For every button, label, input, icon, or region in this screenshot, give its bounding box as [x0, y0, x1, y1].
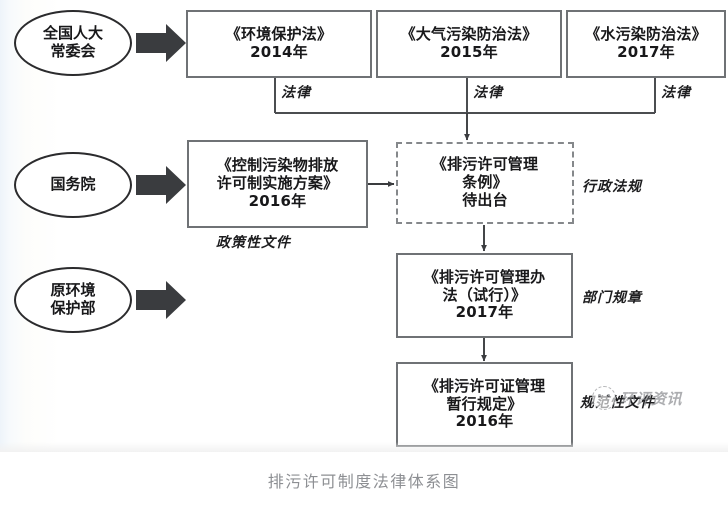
law-title-water-pollution: 《水污染防治法》 [585, 25, 707, 44]
rule-box-permit-measures[interactable]: 《排污许可管理办 法（试行）》 2017年 [396, 253, 573, 338]
policy-line-2: 许可制实施方案》 [216, 174, 339, 193]
edge-label-policy-document: 政策性文件 [216, 235, 291, 251]
actor-state-council[interactable]: 国务院 [14, 152, 132, 218]
block-arrow-mep [136, 281, 186, 319]
regulation-line-1: 《排污许可管理 [431, 155, 539, 174]
law-year-environmental-protection: 2014年 [250, 43, 308, 61]
law-year-air-pollution: 2015年 [440, 43, 498, 61]
law-year-water-pollution: 2017年 [617, 43, 675, 61]
policy-year: 2016年 [248, 191, 307, 210]
regulation-status: 待出台 [462, 190, 508, 209]
law-title-environmental-protection: 《环境保护法》 [225, 25, 333, 44]
actor-npc-line-1: 全国人大 [42, 24, 103, 43]
rule-line-2: 法（试行）》 [442, 285, 527, 304]
actor-npc-line-2: 常委会 [50, 42, 96, 60]
edge-label-normative-document: 规范性文件 [580, 395, 655, 411]
regulation-line-2: 条例》 [462, 173, 508, 192]
actor-state-council-line-1: 国务院 [50, 175, 96, 194]
actor-mep-line-1: 原环境 [50, 281, 96, 300]
edge-label-administrative-regulation: 行政法规 [582, 179, 642, 195]
policy-box-permit-scheme[interactable]: 《控制污染物排放 许可制实施方案》 2016年 [187, 140, 368, 228]
actor-mep-line-2: 保护部 [50, 299, 96, 317]
rule-line-1: 《排污许可管理办 [423, 267, 546, 286]
law-bus-wires [274, 78, 656, 114]
normative-line-2: 暂行规定》 [446, 394, 523, 413]
regulation-box-permit-ordinance[interactable]: 《排污许可管理 条例》 待出台 [396, 142, 574, 224]
actor-mep[interactable]: 原环境 保护部 [14, 267, 132, 333]
law-box-water-pollution[interactable]: 《水污染防治法》 2017年 [566, 10, 726, 78]
block-arrow-npc [136, 24, 186, 62]
edge-label-law-1: 法律 [281, 85, 311, 101]
block-arrow-statecouncil [136, 166, 186, 204]
connector-layer [136, 24, 656, 362]
diagram-canvas: 全国人大 常委会 国务院 原环境 保护部 《环境保护法》 2014年 《大气污染… [0, 0, 728, 452]
actor-npc[interactable]: 全国人大 常委会 [14, 10, 132, 76]
edge-label-law-2: 法律 [473, 85, 503, 101]
normative-year: 2016年 [455, 412, 514, 431]
edge-label-law-3: 法律 [661, 85, 691, 101]
law-title-air-pollution: 《大气污染防治法》 [400, 25, 538, 44]
normative-box-interim-provisions[interactable]: 《排污许可证管理 暂行规定》 2016年 [396, 362, 573, 447]
law-box-environmental-protection[interactable]: 《环境保护法》 2014年 [186, 10, 372, 78]
law-box-air-pollution[interactable]: 《大气污染防治法》 2015年 [376, 10, 562, 78]
normative-line-1: 《排污许可证管理 [423, 376, 546, 395]
actor-block-arrows [136, 24, 186, 319]
policy-line-1: 《控制污染物排放 [216, 156, 339, 175]
figure-caption: 排污许可制度法律体系图 [267, 472, 461, 491]
rule-year: 2017年 [455, 303, 514, 322]
edge-label-departmental-rule: 部门规章 [582, 290, 642, 306]
